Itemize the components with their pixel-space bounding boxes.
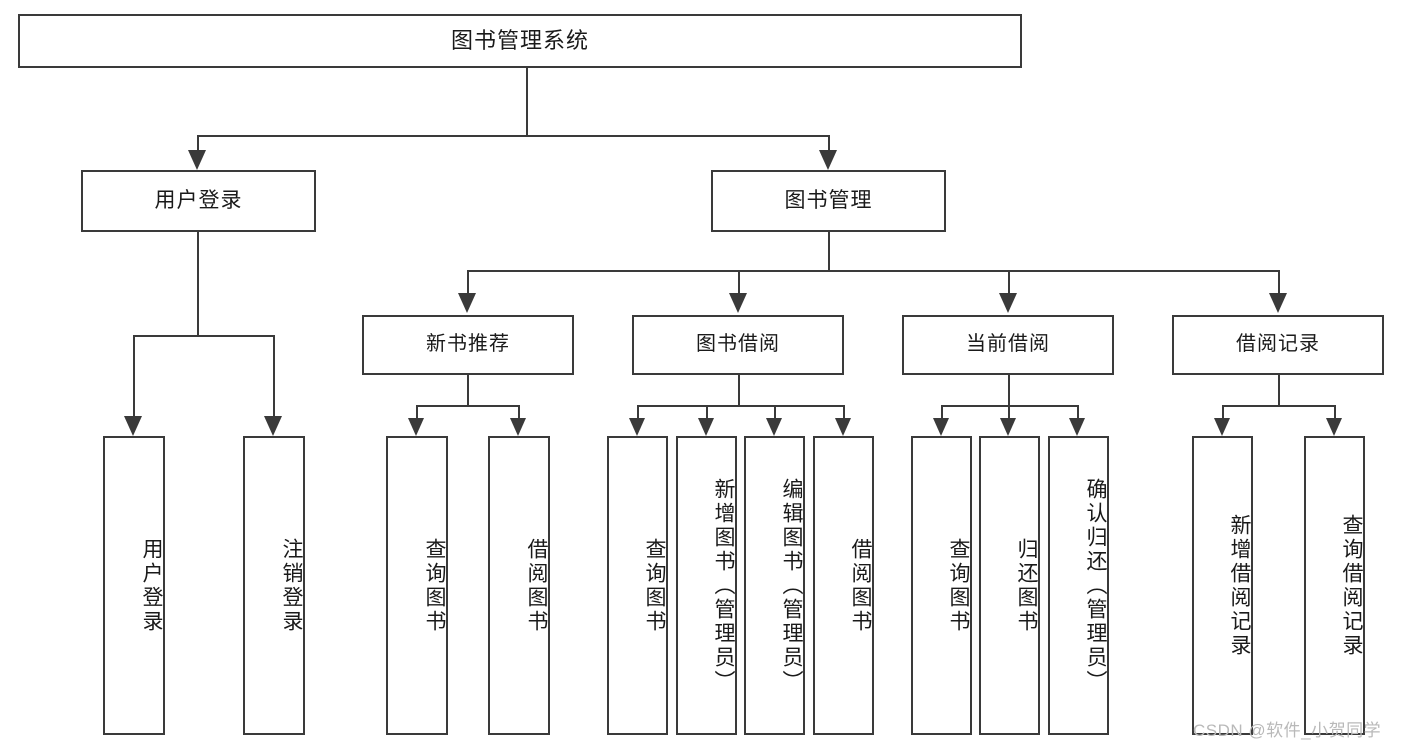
arrowhead-leaf-confirm-return xyxy=(1069,418,1085,436)
node-label: 新增图书（管理员） xyxy=(712,477,735,694)
connector-nbr-to-leaf-1 xyxy=(416,405,418,419)
connector-user-login-to-leaf-1 xyxy=(133,335,135,418)
node-label: 归还图书 xyxy=(1015,537,1038,634)
node-root-book-management-system[interactable]: 图书管理系统 xyxy=(18,14,1022,68)
connector-cb-to-leaf-1 xyxy=(941,405,943,419)
connector-bm-to-borrow-record xyxy=(1278,270,1280,295)
node-label: 编辑图书（管理员） xyxy=(780,477,803,694)
connector-user-login-to-leaf-2 xyxy=(273,335,275,418)
connector-bb-to-leaf-4 xyxy=(843,405,845,419)
csdn-watermark: CSDN @软件_小贺同学 xyxy=(1193,721,1382,740)
node-label: 借阅记录 xyxy=(1236,333,1320,356)
node-label: 新书推荐 xyxy=(426,333,510,356)
connector-nbr-bus xyxy=(416,405,518,407)
node-label: 确认归还（管理员） xyxy=(1084,477,1107,694)
node-borrow-record[interactable]: 借阅记录 xyxy=(1172,315,1384,375)
node-leaf-borrow-book-recommend[interactable]: 借阅图书 xyxy=(488,436,550,735)
node-leaf-edit-book-admin[interactable]: 编辑图书（管理员） xyxy=(744,436,805,735)
connector-user-login-bus xyxy=(133,335,274,337)
node-label: 当前借阅 xyxy=(966,333,1050,356)
node-leaf-query-book-borrow[interactable]: 查询图书 xyxy=(607,436,668,735)
connector-book-management-stem xyxy=(828,232,830,271)
node-leaf-query-book-current[interactable]: 查询图书 xyxy=(911,436,972,735)
arrowhead-leaf-borrow-book-2 xyxy=(835,418,851,436)
arrowhead-book-management xyxy=(819,150,837,170)
node-label: 注销登录 xyxy=(280,537,303,634)
node-label: 查询图书 xyxy=(947,537,970,634)
node-book-borrow[interactable]: 图书借阅 xyxy=(632,315,844,375)
node-label: 用户登录 xyxy=(154,188,243,212)
arrowhead-leaf-add-book xyxy=(698,418,714,436)
node-user-login[interactable]: 用户登录 xyxy=(81,170,316,232)
node-leaf-logout-login[interactable]: 注销登录 xyxy=(243,436,305,735)
arrowhead-book-borrow xyxy=(729,293,747,313)
connector-bm-to-new-book-recommend xyxy=(467,270,469,295)
connector-br-bus xyxy=(1222,405,1335,407)
connector-br-to-leaf-2 xyxy=(1334,405,1336,419)
node-leaf-query-book-recommend[interactable]: 查询图书 xyxy=(386,436,448,735)
connector-bb-bus xyxy=(637,405,843,407)
connector-root-to-user-login xyxy=(197,135,199,152)
node-label: 图书管理系统 xyxy=(450,28,589,54)
node-label: 图书管理 xyxy=(784,188,873,212)
arrowhead-leaf-query-book-3 xyxy=(933,418,949,436)
node-book-management[interactable]: 图书管理 xyxy=(711,170,946,232)
node-leaf-add-book-admin[interactable]: 新增图书（管理员） xyxy=(676,436,737,735)
arrowhead-new-book-recommend xyxy=(458,293,476,313)
connector-br-stem xyxy=(1278,375,1280,406)
node-label: 新增借阅记录 xyxy=(1228,513,1251,658)
node-label: 查询图书 xyxy=(643,537,666,634)
connector-bb-stem xyxy=(738,375,740,406)
arrowhead-leaf-add-borrow-record xyxy=(1214,418,1230,436)
arrowhead-leaf-user-login xyxy=(124,416,142,436)
node-leaf-borrow-book[interactable]: 借阅图书 xyxy=(813,436,874,735)
arrowhead-leaf-query-borrow-record xyxy=(1326,418,1342,436)
connector-cb-to-leaf-3 xyxy=(1077,405,1079,419)
connector-nbr-to-leaf-2 xyxy=(518,405,520,419)
node-current-borrow[interactable]: 当前借阅 xyxy=(902,315,1114,375)
connector-root-to-book-management xyxy=(828,135,830,152)
connector-root-bus xyxy=(197,135,828,137)
arrowhead-leaf-edit-book xyxy=(766,418,782,436)
node-label: 查询图书 xyxy=(423,537,446,634)
connector-bb-to-leaf-1 xyxy=(637,405,639,419)
connector-cb-to-leaf-2 xyxy=(1008,405,1010,419)
connector-bb-to-leaf-3 xyxy=(774,405,776,419)
arrowhead-user-login xyxy=(188,150,206,170)
node-label: 用户登录 xyxy=(140,537,163,634)
arrowhead-leaf-borrow-book-1 xyxy=(510,418,526,436)
node-leaf-confirm-return-admin[interactable]: 确认归还（管理员） xyxy=(1048,436,1109,735)
connector-user-login-stem xyxy=(197,232,199,335)
node-leaf-return-book[interactable]: 归还图书 xyxy=(979,436,1040,735)
node-leaf-query-borrow-record[interactable]: 查询借阅记录 xyxy=(1304,436,1365,735)
connector-nbr-stem xyxy=(467,375,469,406)
connector-bb-to-leaf-2 xyxy=(706,405,708,419)
arrowhead-borrow-record xyxy=(1269,293,1287,313)
connector-root-stem xyxy=(526,68,528,135)
node-leaf-user-login[interactable]: 用户登录 xyxy=(103,436,165,735)
arrowhead-leaf-logout-login xyxy=(264,416,282,436)
arrowhead-leaf-return-book xyxy=(1000,418,1016,436)
node-label: 图书借阅 xyxy=(696,333,780,356)
node-label: 借阅图书 xyxy=(849,537,872,634)
connector-bm-to-current-borrow xyxy=(1008,270,1010,295)
node-label: 查询借阅记录 xyxy=(1340,513,1363,658)
node-label: 借阅图书 xyxy=(525,537,548,634)
connector-cb-stem xyxy=(1008,375,1010,406)
arrowhead-leaf-query-book-2 xyxy=(629,418,645,436)
node-new-book-recommend[interactable]: 新书推荐 xyxy=(362,315,574,375)
arrowhead-current-borrow xyxy=(999,293,1017,313)
connector-book-management-bus xyxy=(467,270,1279,272)
connector-br-to-leaf-1 xyxy=(1222,405,1224,419)
connector-bm-to-book-borrow xyxy=(738,270,740,295)
node-leaf-add-borrow-record[interactable]: 新增借阅记录 xyxy=(1192,436,1253,735)
arrowhead-leaf-query-book-1 xyxy=(408,418,424,436)
